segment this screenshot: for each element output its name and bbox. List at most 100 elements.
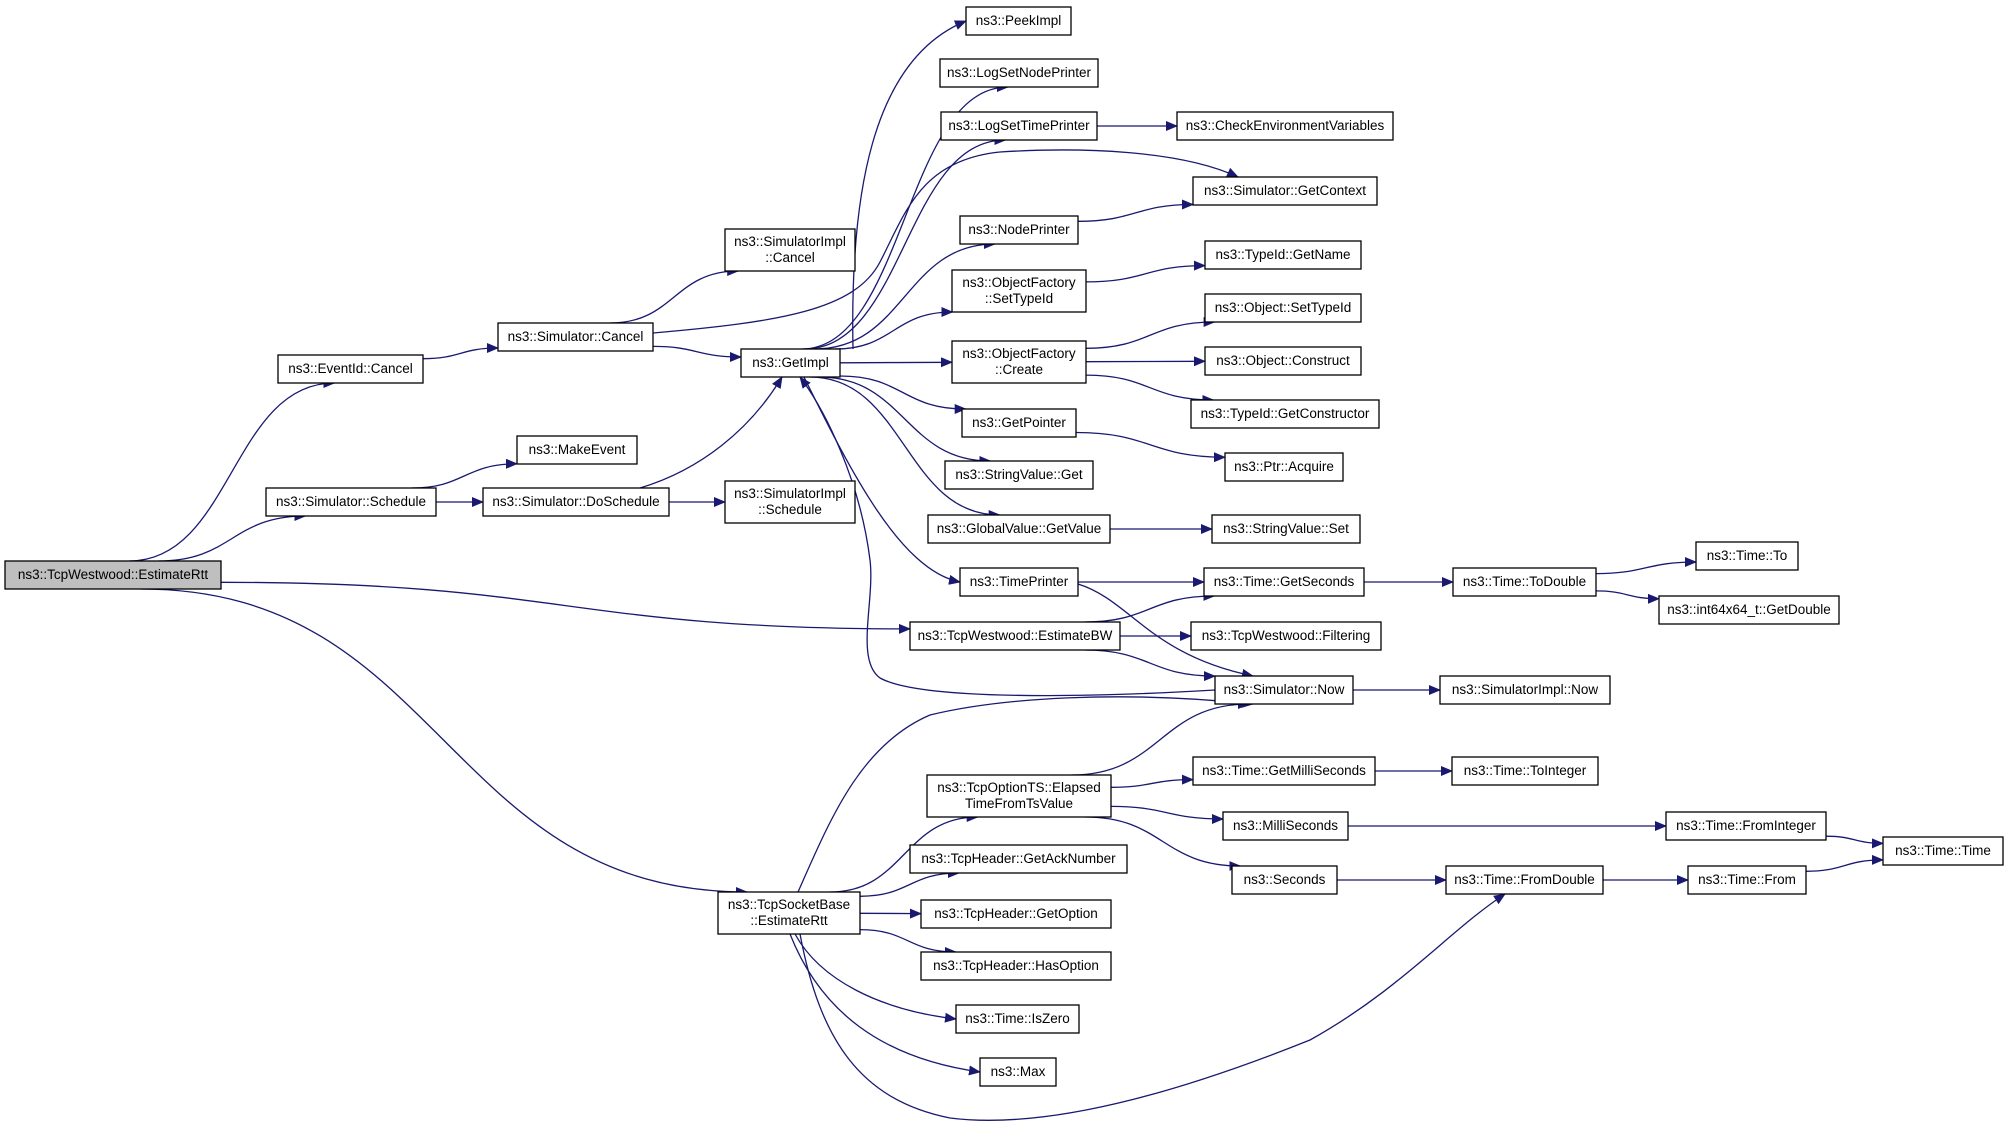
edge-time_frominteger-to-time_time bbox=[1825, 835, 1884, 849]
node-object-settypeid[interactable]: ns3::Object::SetTypeId bbox=[1204, 293, 1362, 323]
node-timeprinter[interactable]: ns3::TimePrinter bbox=[959, 567, 1079, 597]
node-int64x64-getdouble[interactable]: ns3::int64x64_t::GetDouble bbox=[1658, 595, 1840, 625]
node-time-getmilliseconds[interactable]: ns3::Time::GetMilliSeconds bbox=[1192, 756, 1376, 786]
node-tcpheader-hasoption[interactable]: ns3::TcpHeader::HasOption bbox=[920, 951, 1112, 981]
edge-tcpoptionts_elapsed-to-simulator_now bbox=[1071, 699, 1250, 776]
node-simulatorimpl-now[interactable]: ns3::SimulatorImpl::Now bbox=[1439, 675, 1611, 705]
edge-arrow bbox=[422, 343, 499, 360]
node-simulatorimpl-schedule[interactable]: ns3::SimulatorImpl::Schedule bbox=[724, 480, 856, 524]
node-box bbox=[1687, 865, 1807, 895]
node-getimpl[interactable]: ns3::GetImpl bbox=[740, 348, 841, 378]
node-time-getseconds[interactable]: ns3::Time::GetSeconds bbox=[1203, 567, 1365, 597]
edge-arrow bbox=[814, 239, 996, 350]
node-makeevent[interactable]: ns3::MakeEvent bbox=[516, 435, 638, 465]
node-label: ns3::TypeId::GetName bbox=[1215, 247, 1350, 262]
edge-simulator_cancel-to-simulatorimpl_cancel bbox=[609, 266, 740, 324]
edge-arrow bbox=[859, 928, 957, 957]
edge-arrow bbox=[1595, 590, 1660, 604]
node-label: ns3::TcpWestwood::EstimateBW bbox=[918, 628, 1113, 643]
node-simulator-cancel[interactable]: ns3::Simulator::Cancel bbox=[497, 322, 654, 352]
node-time-fromdouble[interactable]: ns3::Time::FromDouble bbox=[1445, 865, 1604, 895]
node-checkenvvars[interactable]: ns3::CheckEnvironmentVariables bbox=[1176, 111, 1394, 141]
edge-tcpsocketbase_estimatertt-to-time_fromdouble bbox=[799, 893, 1506, 1121]
node-box bbox=[1190, 399, 1380, 429]
node-logsetnodeprinter[interactable]: ns3::LogSetNodePrinter bbox=[939, 58, 1099, 88]
node-label: ns3::TcpSocketBase bbox=[728, 897, 850, 912]
node-objectfactory-settypeid[interactable]: ns3::ObjectFactory::SetTypeId bbox=[951, 269, 1087, 313]
node-object-construct[interactable]: ns3::Object::Construct bbox=[1204, 346, 1362, 376]
node-tcpheader-getacknumber[interactable]: ns3::TcpHeader::GetAckNumber bbox=[909, 844, 1128, 874]
node-label: ns3::Time::IsZero bbox=[965, 1011, 1070, 1026]
node-simulatorimpl-cancel[interactable]: ns3::SimulatorImpl::Cancel bbox=[724, 228, 856, 272]
node-logsettimeprinter[interactable]: ns3::LogSetTimePrinter bbox=[940, 111, 1098, 141]
node-label: ::Cancel bbox=[765, 250, 815, 265]
edge-objectfactory_create-to-object_settypeid bbox=[1085, 317, 1216, 349]
edge-arrow bbox=[158, 511, 307, 562]
edge-estimate_rtt_westwood-to-simulator_schedule bbox=[158, 511, 307, 562]
node-box bbox=[1203, 567, 1365, 597]
edge-simulator_now-to-getimpl bbox=[799, 376, 1216, 697]
node-label: ns3::Time::FromInteger bbox=[1676, 818, 1816, 833]
node-simulator-getcontext[interactable]: ns3::Simulator::GetContext bbox=[1192, 176, 1378, 206]
node-box bbox=[1192, 756, 1376, 786]
node-objectfactory-create[interactable]: ns3::ObjectFactory::Create bbox=[951, 340, 1087, 384]
node-globalvalue-getvalue[interactable]: ns3::GlobalValue::GetValue bbox=[927, 514, 1111, 544]
node-westwood-estimatebw[interactable]: ns3::TcpWestwood::EstimateBW bbox=[909, 621, 1121, 651]
node-label: ns3::NodePrinter bbox=[968, 222, 1070, 237]
node-label: ns3::Simulator::Cancel bbox=[508, 329, 644, 344]
node-time-from[interactable]: ns3::Time::From bbox=[1687, 865, 1807, 895]
edge-getimpl-to-logsettimeprinter bbox=[803, 135, 1007, 350]
node-label: ns3::Simulator::DoSchedule bbox=[492, 494, 659, 509]
edge-arrow bbox=[797, 696, 1254, 893]
node-simulator-schedule[interactable]: ns3::Simulator::Schedule bbox=[265, 487, 437, 517]
node-getpointer[interactable]: ns3::GetPointer bbox=[961, 408, 1077, 438]
node-peekimpl[interactable]: ns3::PeekImpl bbox=[965, 6, 1072, 36]
node-time-to[interactable]: ns3::Time::To bbox=[1695, 541, 1799, 571]
node-label: ns3::Time::ToDouble bbox=[1463, 574, 1586, 589]
node-ptr-acquire[interactable]: ns3::Ptr::Acquire bbox=[1224, 452, 1344, 482]
edge-simulator_cancel-to-simulator_getcontext bbox=[652, 149, 1239, 334]
node-label: ns3::Time::From bbox=[1698, 872, 1796, 887]
edge-time_todouble-to-time_to bbox=[1595, 557, 1697, 575]
node-label: ns3::Time::Time bbox=[1895, 843, 1991, 858]
node-box bbox=[927, 514, 1111, 544]
edge-arrow bbox=[830, 812, 979, 893]
edge-tcpoptionts_elapsed-to-seconds bbox=[1085, 816, 1242, 871]
node-westwood-filtering[interactable]: ns3::TcpWestwood::Filtering bbox=[1190, 621, 1382, 651]
node-tcpsocketbase-estimatertt[interactable]: ns3::TcpSocketBase::EstimateRtt bbox=[717, 891, 861, 935]
node-simulator-now[interactable]: ns3::Simulator::Now bbox=[1214, 675, 1354, 705]
node-estimate-rtt-westwood[interactable]: ns3::TcpWestwood::EstimateRtt bbox=[4, 560, 222, 590]
node-typeid-getname[interactable]: ns3::TypeId::GetName bbox=[1204, 240, 1362, 270]
node-box bbox=[1211, 514, 1361, 544]
edge-arrow bbox=[1110, 774, 1194, 788]
node-time-time[interactable]: ns3::Time::Time bbox=[1882, 836, 2004, 866]
node-time-frominteger[interactable]: ns3::Time::FromInteger bbox=[1665, 811, 1827, 841]
node-label: ns3::GetImpl bbox=[752, 355, 829, 370]
node-time-tointeger[interactable]: ns3::Time::ToInteger bbox=[1451, 756, 1599, 786]
node-label: ns3::Time::GetMilliSeconds bbox=[1202, 763, 1366, 778]
node-tcpheader-getoption[interactable]: ns3::TcpHeader::GetOption bbox=[920, 899, 1112, 929]
node-box bbox=[959, 567, 1079, 597]
node-simulator-doschedule[interactable]: ns3::Simulator::DoSchedule bbox=[482, 487, 670, 517]
node-nodeprinter[interactable]: ns3::NodePrinter bbox=[959, 215, 1079, 245]
edge-getimpl-to-nodeprinter bbox=[814, 239, 996, 350]
node-typeid-getconstructor[interactable]: ns3::TypeId::GetConstructor bbox=[1190, 399, 1380, 429]
node-time-iszero[interactable]: ns3::Time::IsZero bbox=[955, 1004, 1080, 1034]
node-label: ns3::int64x64_t::GetDouble bbox=[1667, 602, 1831, 617]
node-stringvalue-get[interactable]: ns3::StringValue::Get bbox=[944, 460, 1094, 490]
node-box bbox=[944, 460, 1094, 490]
node-box bbox=[1882, 836, 2004, 866]
node-time-todouble[interactable]: ns3::Time::ToDouble bbox=[1452, 567, 1597, 597]
edge-time_todouble-to-int64x64_getdouble bbox=[1595, 590, 1660, 604]
node-stringvalue-set[interactable]: ns3::StringValue::Set bbox=[1211, 514, 1361, 544]
node-milliseconds[interactable]: ns3::MilliSeconds bbox=[1222, 811, 1349, 841]
node-max[interactable]: ns3::Max bbox=[979, 1057, 1057, 1087]
node-box bbox=[951, 340, 1087, 384]
node-eventid-cancel[interactable]: ns3::EventId::Cancel bbox=[277, 354, 424, 384]
node-seconds[interactable]: ns3::Seconds bbox=[1231, 865, 1338, 895]
node-label: ns3::Simulator::Now bbox=[1224, 682, 1345, 697]
edge-arrow bbox=[639, 376, 783, 489]
node-box bbox=[717, 891, 861, 935]
